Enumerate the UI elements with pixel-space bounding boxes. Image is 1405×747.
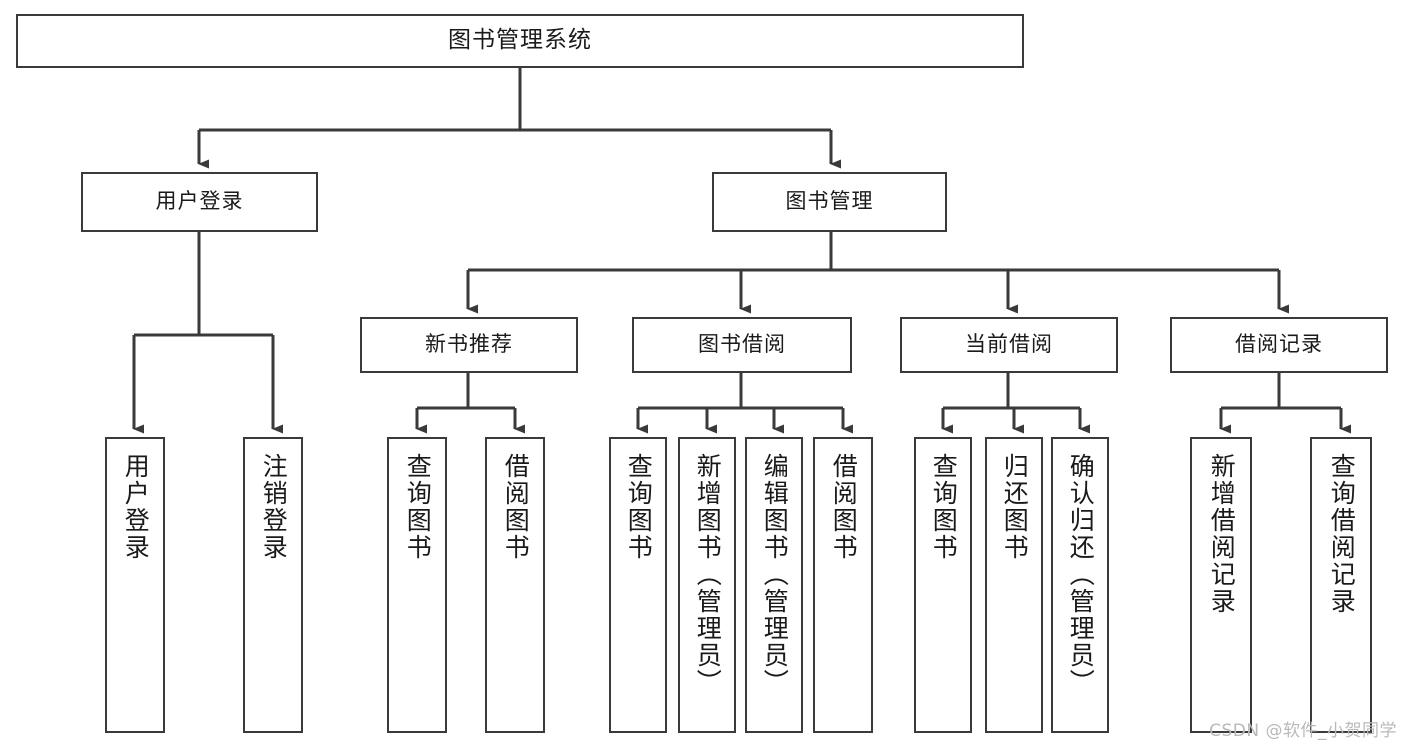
- node-label: 新书推荐: [425, 332, 513, 357]
- node-user-login[interactable]: 用户登录: [81, 172, 318, 232]
- node-leaf-query-book-1[interactable]: 查询图书: [387, 437, 447, 733]
- node-label: 新增借阅记录: [1207, 453, 1237, 615]
- node-new-book-recommend[interactable]: 新书推荐: [360, 317, 578, 373]
- node-leaf-query-book-3[interactable]: 查询图书: [914, 437, 972, 733]
- node-label: 查询图书: [929, 453, 959, 561]
- node-label: 用户登录: [155, 189, 244, 214]
- node-leaf-edit-book-admin[interactable]: 编辑图书（管理员）: [745, 437, 803, 733]
- node-leaf-add-book-admin[interactable]: 新增图书（管理员）: [678, 437, 736, 733]
- node-book-management[interactable]: 图书管理: [712, 172, 947, 232]
- watermark-text: CSDN @软件_小贺同学: [1209, 721, 1397, 741]
- node-leaf-add-borrow-record[interactable]: 新增借阅记录: [1190, 437, 1252, 733]
- node-label: 确认归还（管理员）: [1066, 453, 1096, 696]
- node-label: 当前借阅: [965, 332, 1053, 357]
- node-label: 查询图书: [403, 453, 433, 561]
- node-leaf-borrow-book-2[interactable]: 借阅图书: [813, 437, 873, 733]
- node-leaf-logout[interactable]: 注销登录: [243, 437, 303, 733]
- node-label: 用户登录: [121, 453, 151, 561]
- node-book-borrow[interactable]: 图书借阅: [632, 317, 852, 373]
- node-leaf-confirm-return-admin[interactable]: 确认归还（管理员）: [1051, 437, 1109, 733]
- node-current-borrow[interactable]: 当前借阅: [900, 317, 1118, 373]
- node-label: 查询图书: [624, 453, 654, 561]
- node-leaf-query-book-2[interactable]: 查询图书: [609, 437, 667, 733]
- node-label: 图书管理系统: [448, 27, 592, 54]
- node-leaf-return-book[interactable]: 归还图书: [985, 437, 1043, 733]
- node-root-system[interactable]: 图书管理系统: [16, 14, 1024, 68]
- node-label: 借阅图书: [829, 453, 859, 561]
- node-borrow-record[interactable]: 借阅记录: [1170, 317, 1388, 373]
- node-label: 借阅记录: [1235, 332, 1323, 357]
- node-label: 查询借阅记录: [1327, 453, 1357, 615]
- node-label: 注销登录: [259, 453, 289, 561]
- node-label: 编辑图书（管理员）: [760, 453, 790, 696]
- node-label: 图书管理: [785, 189, 874, 214]
- node-leaf-user-login[interactable]: 用户登录: [105, 437, 165, 733]
- node-label: 借阅图书: [501, 453, 531, 561]
- node-label: 图书借阅: [698, 332, 786, 357]
- node-leaf-borrow-book-1[interactable]: 借阅图书: [485, 437, 545, 733]
- node-label: 新增图书（管理员）: [693, 453, 723, 696]
- node-leaf-query-borrow-record[interactable]: 查询借阅记录: [1310, 437, 1372, 733]
- node-label: 归还图书: [1000, 453, 1030, 561]
